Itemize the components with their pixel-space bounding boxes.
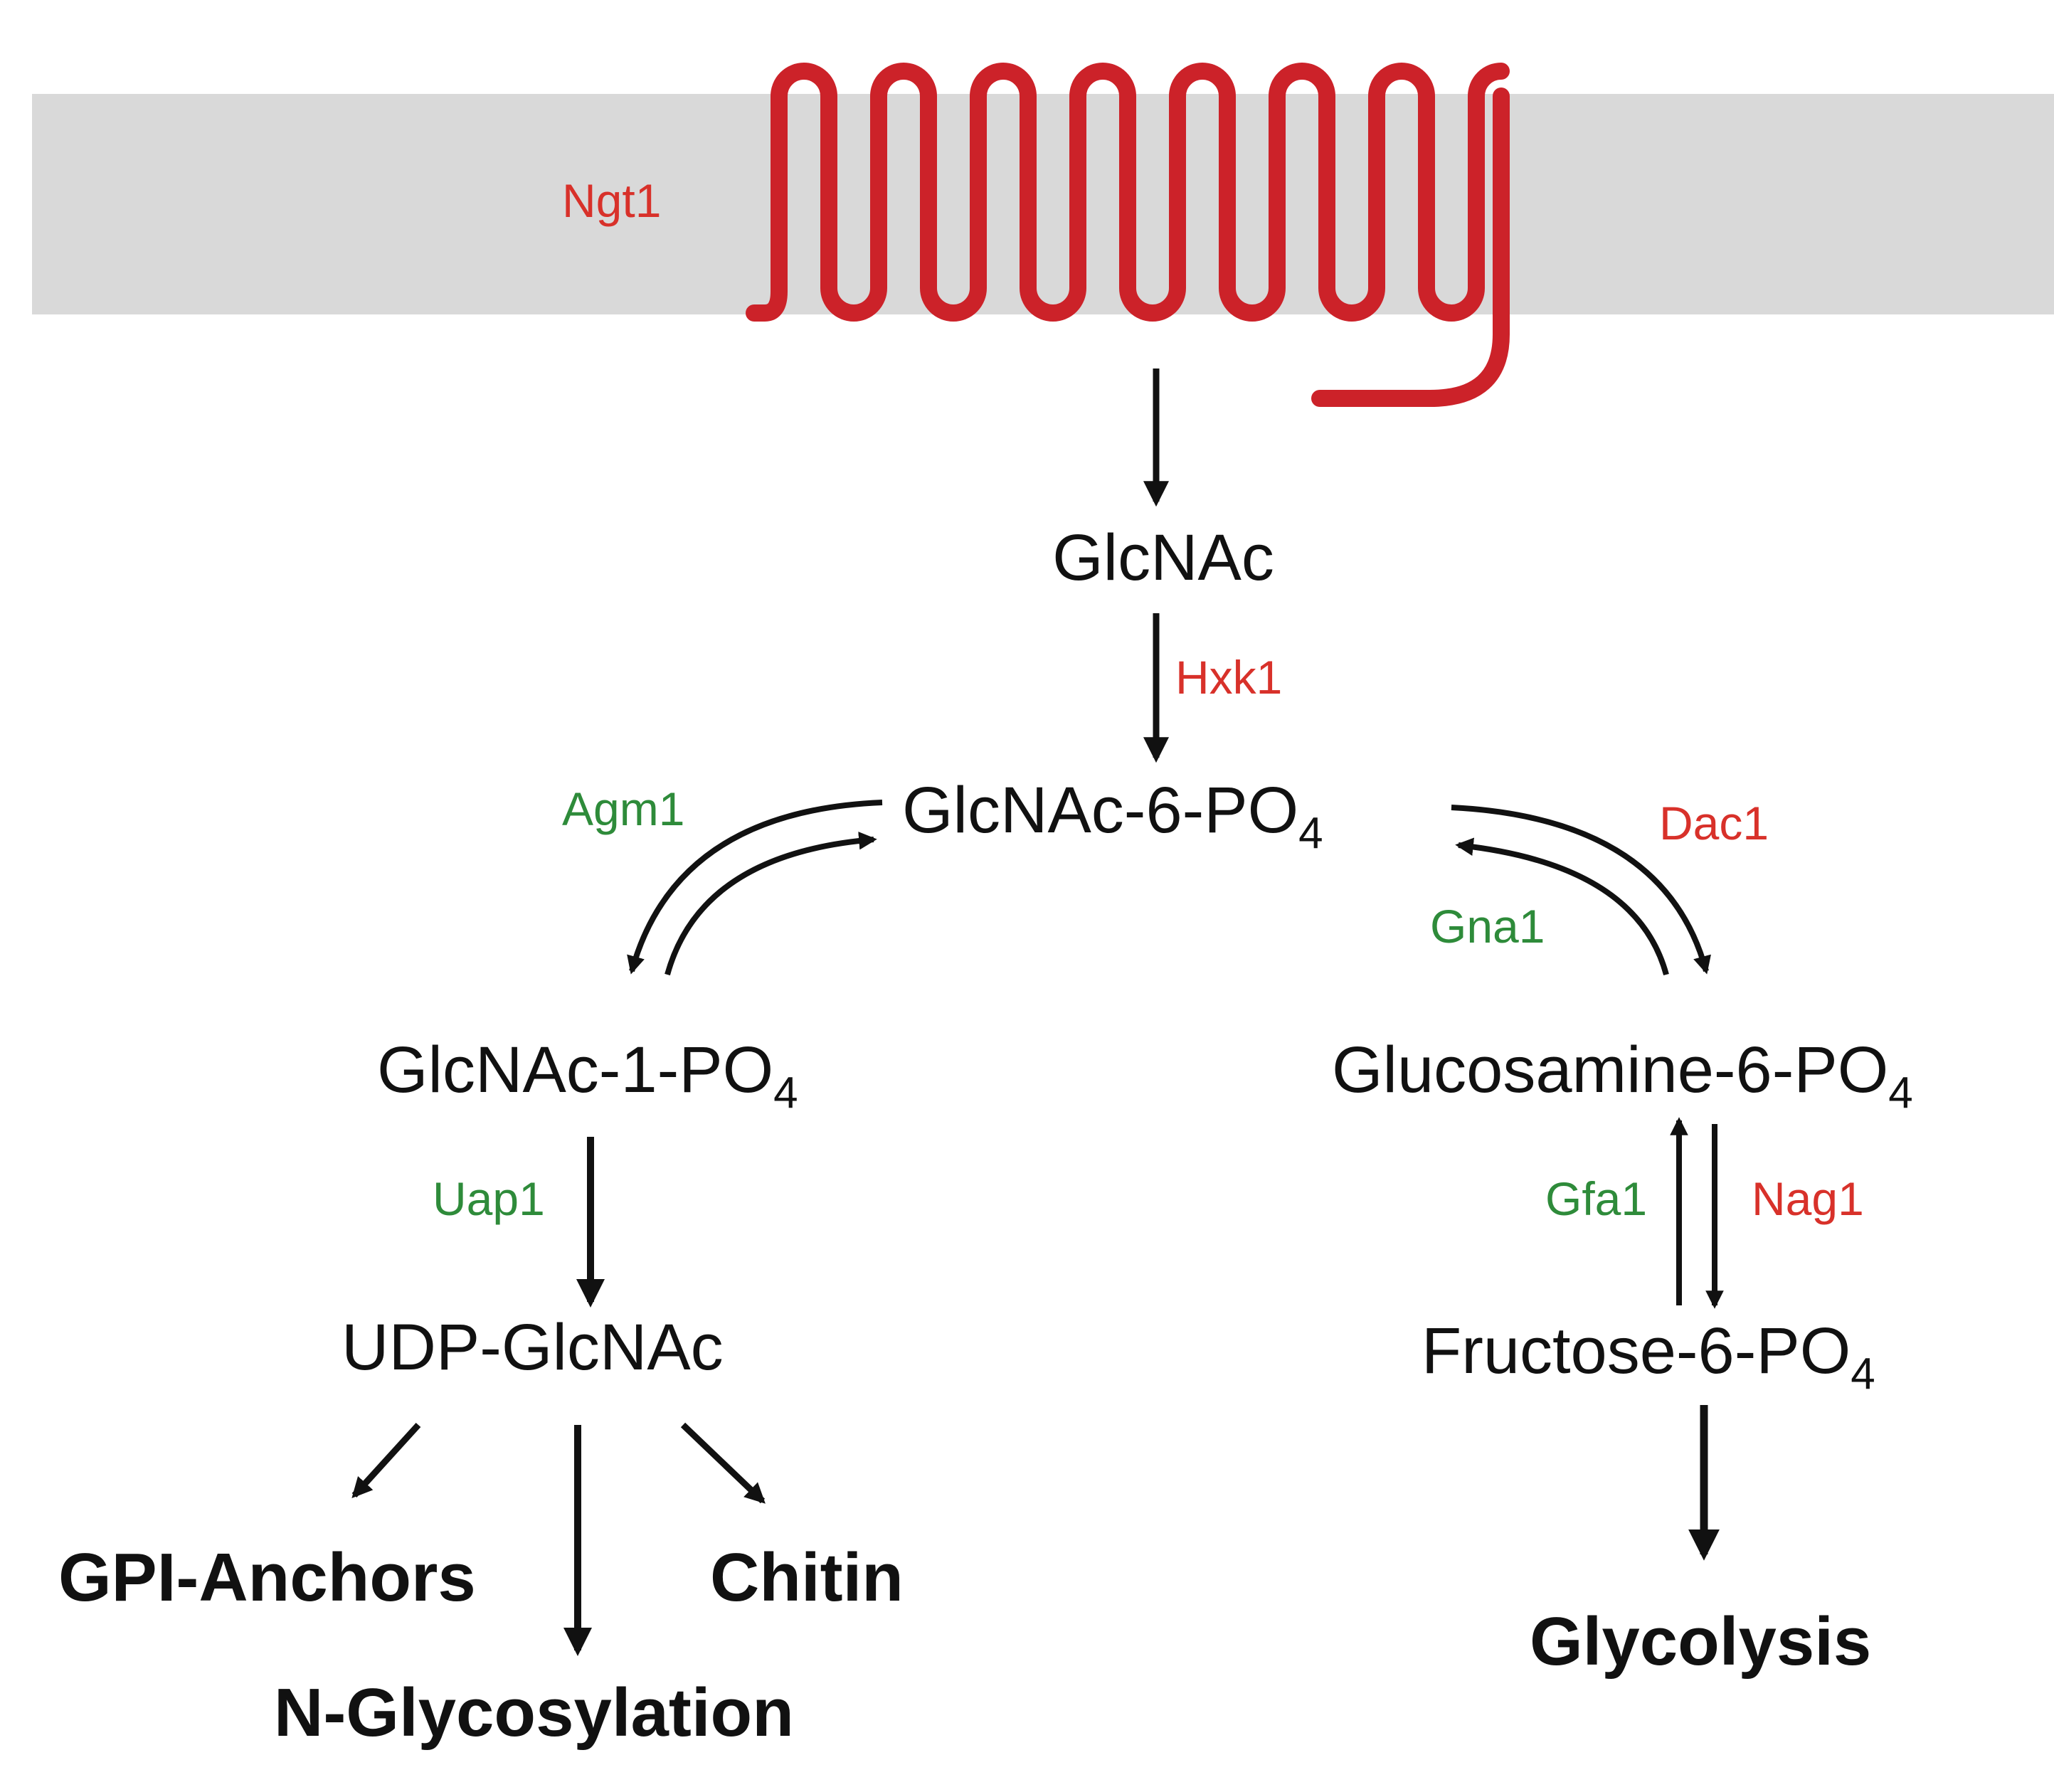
- product-n-glycosylation: N-Glycosylation: [274, 1675, 794, 1751]
- metabolite-glucosamine-6-po4: Glucosamine-6-PO4: [1332, 1034, 1913, 1118]
- enzyme-agm1: Agm1: [562, 783, 684, 835]
- glucosamine6p-text: Glucosamine-6-PO: [1332, 1034, 1888, 1106]
- glcnac6p-sub: 4: [1298, 809, 1323, 858]
- arrow-to-chitin: [680, 1422, 766, 1504]
- arrow-agm1-reverse: [665, 831, 877, 976]
- metabolite-udp-glcnac: UDP-GlcNAc: [342, 1311, 724, 1384]
- ngt1-transporter-tail: [1311, 88, 1510, 407]
- glcnac6p-text: GlcNAc-6-PO: [902, 774, 1298, 847]
- arrow-agm1-forward: [627, 800, 883, 975]
- glcnac1p-text: GlcNAc-1-PO: [377, 1034, 773, 1106]
- enzyme-nag1: Nag1: [1752, 1172, 1864, 1225]
- ngt1-transporter-shape: [746, 63, 1510, 322]
- metabolite-fructose-6-po4: Fructose-6-PO4: [1422, 1315, 1875, 1399]
- arrow-dac1: [1451, 805, 1711, 975]
- enzyme-hxk1: Hxk1: [1175, 651, 1282, 704]
- metabolite-glcnac: GlcNAc: [1052, 521, 1274, 594]
- membrane-band: [32, 94, 2054, 314]
- enzyme-uap1: Uap1: [433, 1172, 545, 1225]
- glucosamine6p-sub: 4: [1888, 1069, 1912, 1118]
- glcnac1p-sub: 4: [773, 1069, 798, 1118]
- enzyme-gfa1: Gfa1: [1545, 1172, 1647, 1225]
- enzyme-gna1: Gna1: [1430, 900, 1545, 953]
- fructose6p-sub: 4: [1851, 1350, 1875, 1399]
- enzyme-dac1: Dac1: [1659, 797, 1769, 849]
- fructose6p-text: Fructose-6-PO: [1422, 1315, 1851, 1387]
- product-chitin: Chitin: [710, 1539, 904, 1616]
- metabolite-glcnac-1-po4: GlcNAc-1-PO4: [377, 1034, 798, 1118]
- metabolite-glcnac-6-po4: GlcNAc-6-PO4: [902, 774, 1323, 858]
- transporter-label: Ngt1: [562, 174, 661, 227]
- product-gpi-anchors: GPI-Anchors: [58, 1539, 476, 1616]
- product-glycolysis: Glycolysis: [1530, 1603, 1871, 1680]
- arrow-gna1: [1455, 837, 1669, 976]
- arrow-to-gpi: [351, 1422, 421, 1498]
